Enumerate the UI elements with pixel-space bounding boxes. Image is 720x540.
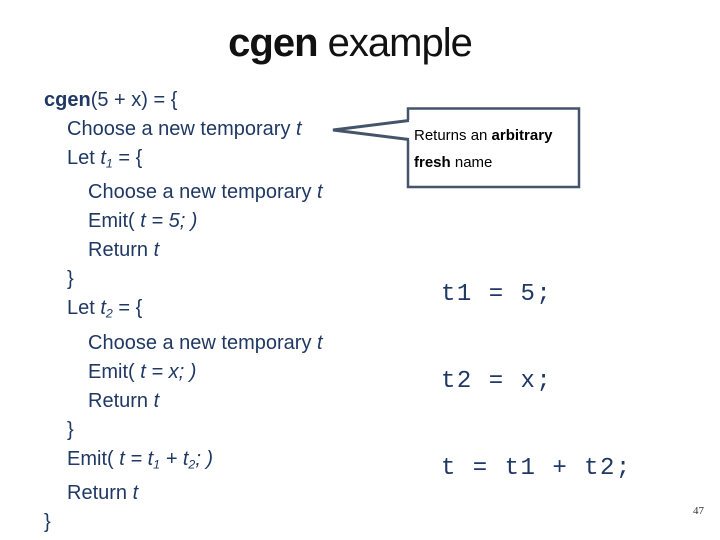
generated-code-block: t1 = 5; t2 = x; t = t1 + t2; [441, 222, 632, 540]
text-line: Return t [88, 389, 160, 412]
generated-code-line: t = t1 + t2; [441, 455, 632, 482]
text-line: Return t [67, 482, 139, 505]
text-line: Choose a new temporary t [67, 118, 302, 140]
text-line: Return t [88, 239, 160, 262]
cgen-pseudocode-block: cgen(5 + x) = { Choose a new temporary t L… [44, 86, 323, 537]
text-line: Let t2 = { [67, 297, 143, 321]
callout-note: Returns an arbitrary fresh name [414, 122, 576, 176]
page-number: 47 [693, 505, 704, 517]
slide-title: cgen example [0, 23, 700, 63]
text-line: cgen example [228, 21, 473, 65]
text-line: Returns an arbitrary [414, 127, 553, 144]
generated-code-line: t1 = 5; [441, 281, 553, 308]
generated-code-line: t2 = x; [441, 368, 553, 395]
text-line: } [67, 268, 74, 291]
text-line: Emit( t = 5; ) [88, 210, 198, 233]
text-line: Choose a new temporary t [88, 331, 323, 354]
text-line: Choose a new temporary t [88, 181, 323, 204]
text-line: cgen(5 + x) = { [44, 89, 178, 111]
text-line: Emit( t = x; ) [88, 360, 197, 383]
text-line: } [44, 511, 51, 534]
text-line: } [67, 418, 74, 441]
callout-wedge-pointer-icon [332, 119, 410, 141]
text-line: fresh name [414, 154, 493, 171]
text-line: Let t1 = { [67, 147, 143, 171]
text-line: Emit( t = t1 + t2; ) [67, 447, 214, 472]
